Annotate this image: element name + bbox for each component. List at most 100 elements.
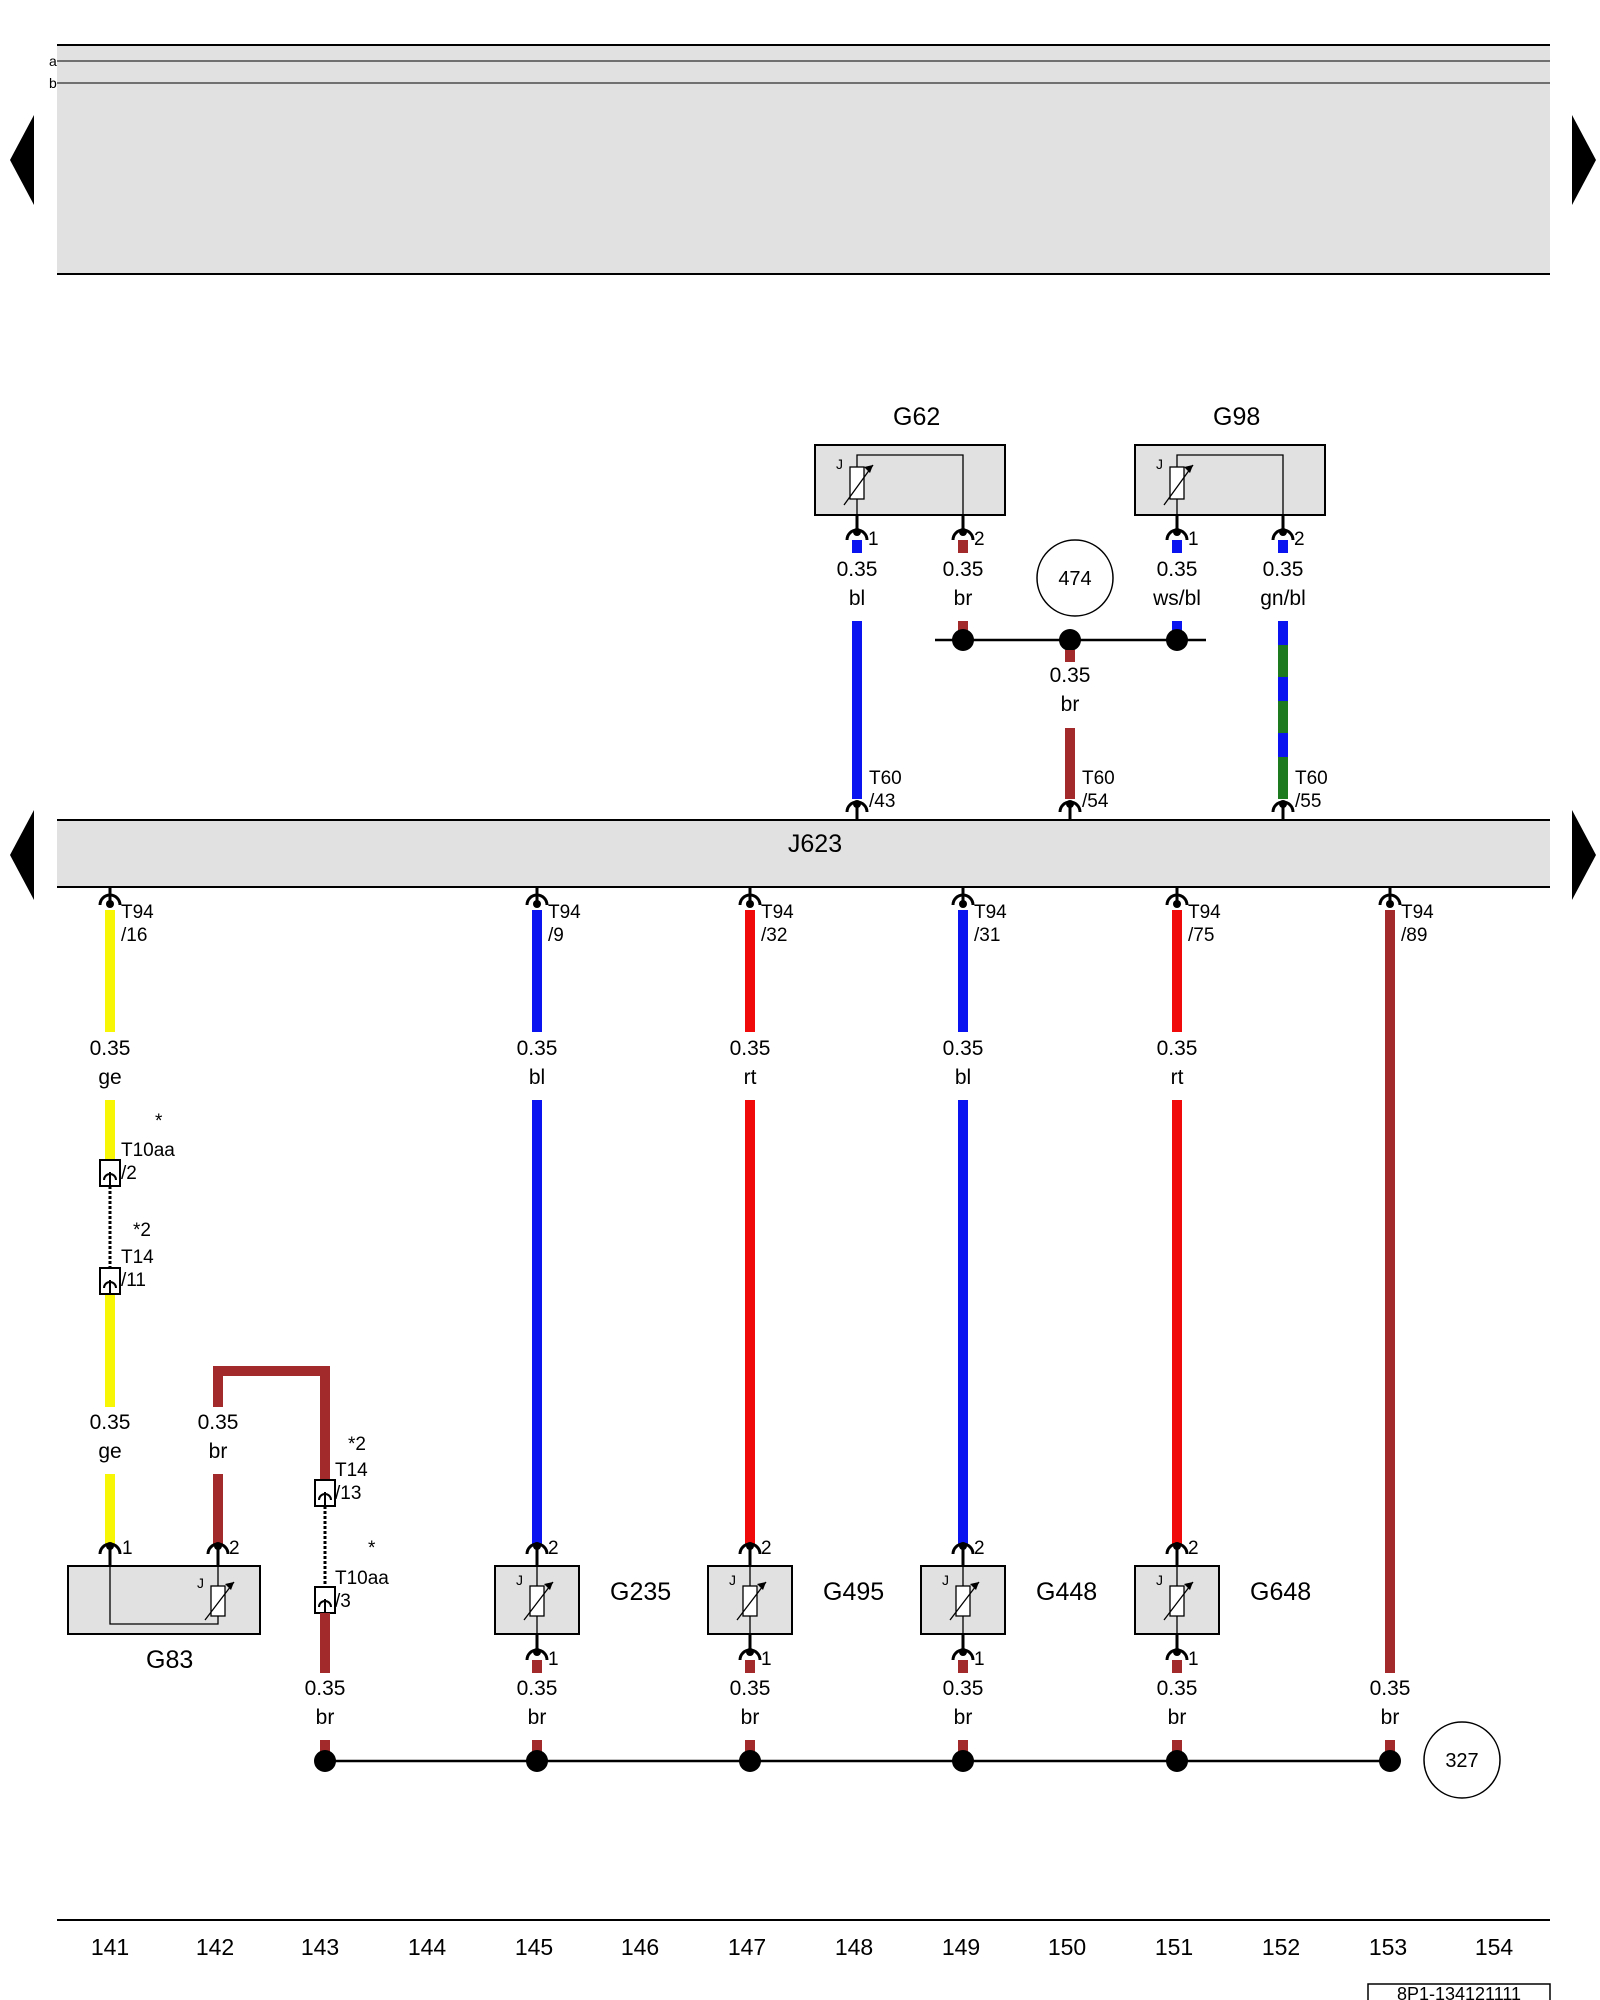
g83-label: G83 (146, 1646, 193, 1674)
wire-g98-1-stub (1172, 540, 1182, 553)
g648-sensor-mark: J (1156, 1572, 1163, 1588)
wire-g495-gnd-size: 0.35 (730, 1677, 771, 1700)
wire-g83-sig-a-color: ge (98, 1066, 121, 1089)
g648-pin2: 2 (1188, 1538, 1199, 1559)
header-row-b: b (49, 75, 57, 91)
wire-g495-gnd-stub (745, 1660, 755, 1673)
track-number: 154 (1475, 1934, 1514, 1960)
splice-node-151 (1166, 1750, 1188, 1772)
component-g495: J G495 (707, 1565, 884, 1635)
wire-g495-sig-upper (745, 910, 755, 1032)
g62-label: G62 (893, 403, 940, 431)
wire-g648-gnd-stub (1172, 1660, 1182, 1673)
wire-g83-gnd-a-size: 0.35 (198, 1411, 239, 1434)
wire-g83-sig-b-color: ge (98, 1440, 121, 1463)
wire-g83-sig-lower (105, 1474, 115, 1544)
g235-label: G235 (610, 1578, 671, 1606)
wire-g62-2-color: br (954, 587, 973, 610)
wire-g62-1-size: 0.35 (837, 558, 878, 581)
wire-g98-2-color: gn/bl (1260, 587, 1306, 610)
splice-node-g62 (952, 629, 974, 651)
t94-75-pin: /75 (1188, 925, 1214, 946)
t94-89-pin: /89 (1401, 925, 1427, 946)
t10aa-3-pin: /3 (335, 1591, 351, 1612)
next-page-arrow-middle[interactable] (1572, 810, 1596, 900)
g62-sensor-mark: J (836, 456, 843, 472)
ground-ref-327[interactable] (1423, 1721, 1501, 1799)
ground-ref-474[interactable] (1036, 539, 1114, 617)
wire-g648-sig-lower (1172, 1100, 1182, 1544)
component-g648: J G648 (1134, 1565, 1311, 1635)
inline-connector-t14-11 (99, 1267, 121, 1295)
wire-g648-sig-color: rt (1171, 1066, 1184, 1089)
prev-page-arrow-middle[interactable] (10, 810, 34, 900)
wire-mid-br-upper (1065, 650, 1075, 662)
wire-g62-2-stub (958, 540, 968, 553)
track-number: 146 (621, 1934, 659, 1960)
inline-connector-t10aa-2 (99, 1159, 121, 1187)
g98-pin2: 2 (1294, 529, 1305, 550)
g448-pin1: 1 (974, 1649, 985, 1670)
track-number: 152 (1262, 1934, 1300, 1960)
ground-ref-327-label: 327 (1445, 1750, 1478, 1772)
wire-g83-gnd-loop (213, 1366, 330, 1480)
t60-55-name: T60 (1295, 768, 1328, 789)
wire-g648-gnd-size: 0.35 (1157, 1677, 1198, 1700)
wire-g448-sig-size: 0.35 (943, 1037, 984, 1060)
wire-g648-gnd-color: br (1168, 1706, 1187, 1729)
splice-node-mid (1059, 629, 1081, 651)
g62-pin2: 2 (974, 529, 985, 550)
t14-11-name: T14 (121, 1247, 154, 1268)
t94-31-name: T94 (974, 902, 1007, 923)
wire-g495-sig-size: 0.35 (730, 1037, 771, 1060)
ground-ref-474-label: 474 (1058, 568, 1091, 590)
g98-pin1: 1 (1188, 529, 1199, 550)
next-page-arrow-top[interactable] (1572, 115, 1596, 205)
prev-page-arrow-top[interactable] (10, 115, 34, 205)
t60-43-name: T60 (869, 768, 902, 789)
g98-label: G98 (1213, 403, 1260, 431)
track-number: 149 (942, 1934, 980, 1960)
wire-g235-gnd-size: 0.35 (517, 1677, 558, 1700)
wire-g83-sig-mid (105, 1100, 115, 1160)
component-g98: G98 J (1134, 403, 1326, 516)
wire-t94-89-color: br (1381, 1706, 1400, 1729)
splice-node-g98 (1166, 629, 1188, 651)
wire-g83-sig-a-size: 0.35 (90, 1037, 131, 1060)
wire-g448-sig-lower (958, 1100, 968, 1544)
wire-g98-1-size: 0.35 (1157, 558, 1198, 581)
g235-pin1: 1 (548, 1649, 559, 1670)
wire-g235-sig-size: 0.35 (517, 1037, 558, 1060)
g495-label: G495 (823, 1578, 884, 1606)
t94-32-pin: /32 (761, 925, 787, 946)
t94-16-pin: /16 (121, 925, 147, 946)
component-g83: J G83 (67, 1560, 261, 1674)
wire-g448-gnd-stub (958, 1660, 968, 1673)
t94-9-pin: /9 (548, 925, 564, 946)
t60-43-pin: /43 (869, 791, 895, 812)
wire-g98-2-size: 0.35 (1263, 558, 1304, 581)
wire-g83-sig-upper (105, 910, 115, 1032)
track-number: 147 (728, 1934, 766, 1960)
wire-g83-gnd-a-color: br (209, 1440, 228, 1463)
wire-g448-sig-upper (958, 910, 968, 1032)
g83-pin1: 1 (122, 1538, 133, 1559)
wire-t94-89 (1385, 910, 1395, 1673)
g83-pin2: 2 (229, 1538, 240, 1559)
component-g448: J G448 (920, 1565, 1097, 1635)
t94-32-name: T94 (761, 902, 794, 923)
splice-node-153 (1379, 1750, 1401, 1772)
inline-connector-t14-13 (314, 1479, 336, 1507)
wire-g648-sig-size: 0.35 (1157, 1037, 1198, 1060)
t94-89-name: T94 (1401, 902, 1434, 923)
splice-node-149 (952, 1750, 974, 1772)
g62-pin-connectors (845, 516, 1295, 541)
wire-mid-br (1065, 728, 1075, 799)
wire-g235-sig-upper (532, 910, 542, 1032)
t94-31-pin: /31 (974, 925, 1000, 946)
g448-sensor-mark: J (942, 1572, 949, 1588)
wire-g98-2 (1278, 621, 1288, 799)
component-g235: J G235 (494, 1565, 671, 1635)
g448-pin2: 2 (974, 1538, 985, 1559)
